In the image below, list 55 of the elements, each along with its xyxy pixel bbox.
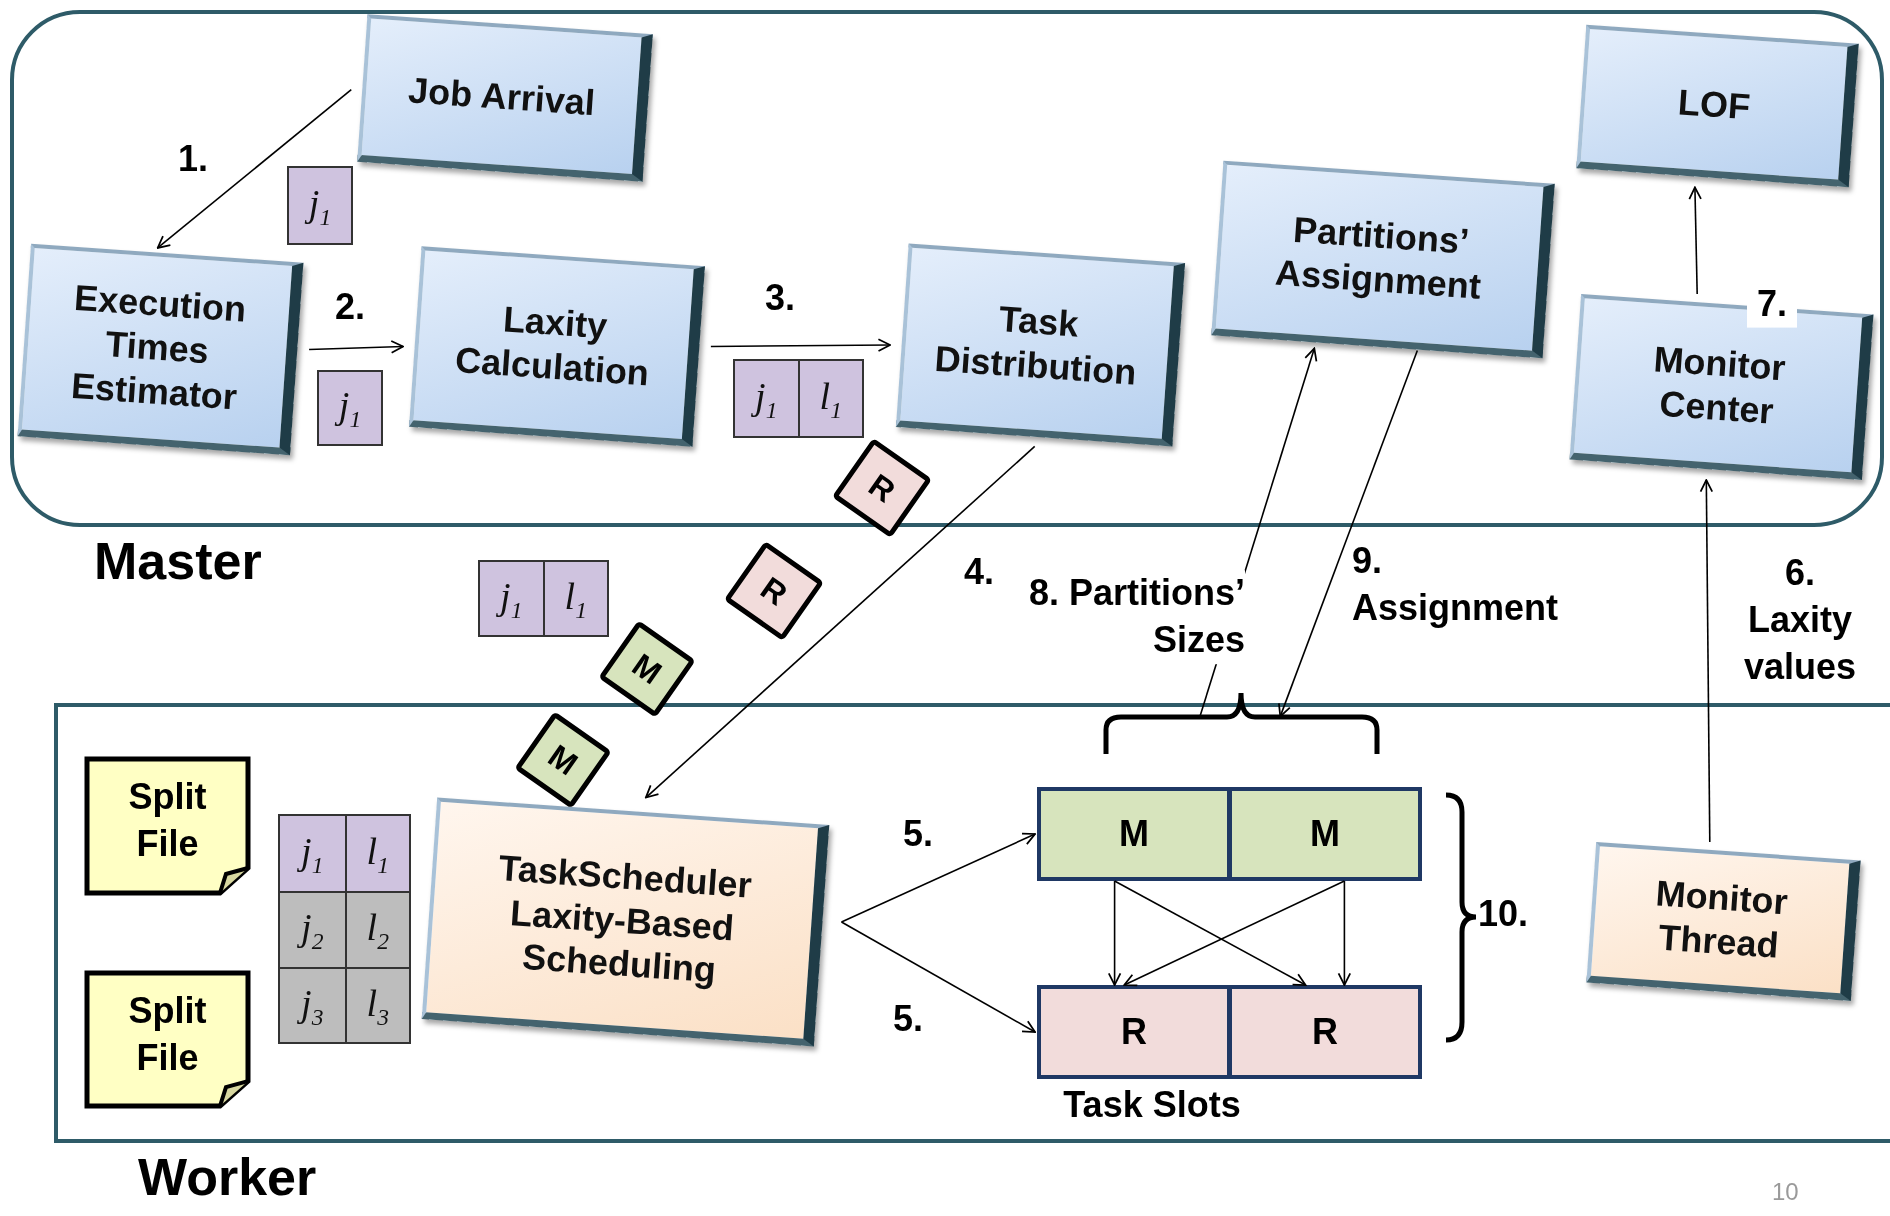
box-label: Monitor Center (1651, 336, 1788, 434)
box-label: Execution Times Estimator (68, 276, 249, 420)
math-symbol: j$_{2}$ (280, 891, 345, 967)
arrow (1278, 349, 1419, 718)
slot-label: M (1310, 813, 1340, 855)
task-slot (1037, 787, 1231, 881)
token-box (733, 359, 864, 438)
task-slot (1037, 985, 1231, 1079)
box-label: LOF (1676, 79, 1752, 129)
process-box (357, 14, 653, 182)
file-note (84, 756, 251, 896)
arrow (840, 832, 1036, 923)
curly-brace (1103, 690, 1380, 756)
slot-label: R (1121, 1011, 1147, 1053)
process-box (17, 243, 304, 456)
note-label: Split File (127, 775, 208, 866)
token-box (478, 560, 609, 637)
arrow (308, 340, 404, 354)
arrow (1113, 880, 1307, 986)
panel-title: Worker (138, 1147, 317, 1207)
panel-title: Master (94, 531, 262, 591)
math-symbol: l$_{1}$ (344, 816, 409, 892)
arrow (1107, 880, 1122, 986)
math-symbol: l$_{3}$ (344, 966, 409, 1042)
math-symbol: l$_{2}$ (344, 891, 409, 967)
math-symbol: j$_{3}$ (280, 966, 345, 1042)
page-number: 10 (1772, 1178, 1799, 1206)
tile-label: R (861, 466, 903, 510)
task-slot (1228, 787, 1422, 881)
arrow (1123, 880, 1346, 987)
slot-label: R (1312, 1011, 1338, 1053)
box-label: Laxity Calculation (452, 297, 652, 396)
arrow (645, 445, 1036, 799)
box-label: Task Distribution (932, 296, 1139, 395)
arrow (1699, 479, 1714, 843)
tile-label: R (753, 569, 795, 613)
caption-text: Task Slots (1063, 1084, 1241, 1126)
task-slot (1228, 985, 1422, 1079)
slot-label: M (1119, 813, 1149, 855)
file-note (84, 970, 251, 1109)
arrow (156, 88, 353, 249)
arrow (710, 338, 891, 352)
tile-label: M (541, 737, 585, 783)
box-label: Monitor Thread (1653, 871, 1790, 968)
arrow (1688, 186, 1702, 295)
math-symbol: j$_{1}$ (280, 816, 345, 892)
step-number: 10. (1478, 893, 1529, 935)
box-label: Job Arrival (406, 67, 597, 125)
arrow (1337, 880, 1352, 986)
box-label: Partitions’ Assignment (1272, 207, 1484, 309)
arrow (840, 921, 1036, 1033)
note-label: Split File (127, 988, 208, 1080)
box-label: TaskScheduler Laxity-Based Scheduling (496, 845, 755, 993)
token-table (278, 814, 411, 1044)
tile-label: M (625, 646, 669, 692)
